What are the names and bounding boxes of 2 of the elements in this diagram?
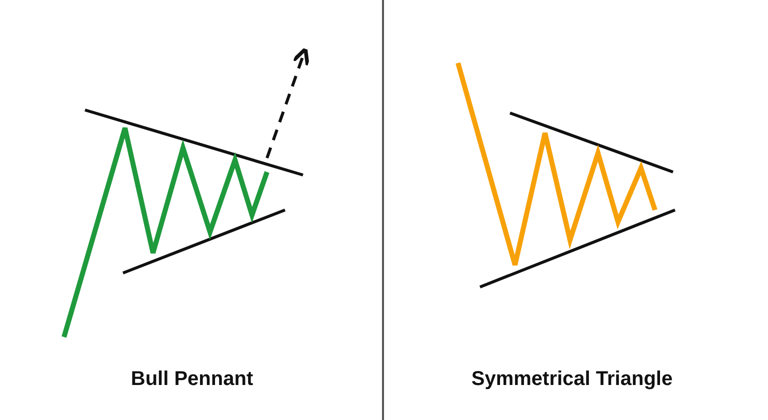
pattern-caption: Bull Pennant [130,368,254,391]
pattern-caption: Symmetrical Triangle [471,368,673,391]
